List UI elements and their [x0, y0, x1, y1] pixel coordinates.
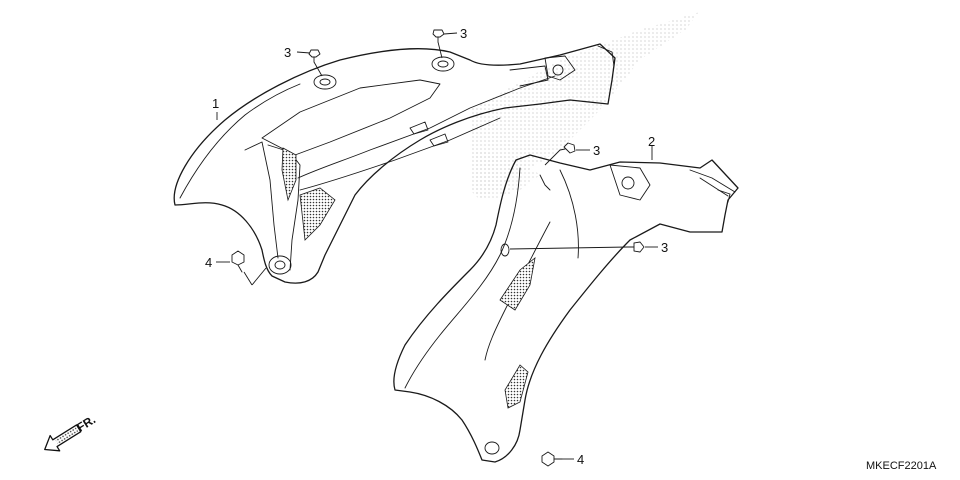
screw-right-mid-icon: [627, 241, 645, 253]
screw-top-center-icon: [432, 29, 445, 43]
screw-top-left-icon: [308, 49, 321, 63]
shroud-right: [393, 154, 739, 463]
callout-part-2: 2: [648, 134, 655, 149]
callouts: 1 2 3 3 3 3 4 4: [205, 26, 668, 467]
callout-screw-3c: 3: [593, 143, 600, 158]
callout-screw-3d: 3: [661, 240, 668, 255]
front-direction-indicator: FR.: [44, 412, 98, 452]
bolt-bottom-icon: [541, 451, 563, 467]
bolt-left-icon: [231, 250, 245, 273]
callout-bolt-4a: 4: [205, 255, 212, 270]
shroud-left: [173, 43, 616, 284]
leader-lines: [216, 32, 658, 460]
callout-screw-3a: 3: [284, 45, 291, 60]
front-arrow-icon: [44, 424, 82, 452]
callout-bolt-4b: 4: [577, 452, 584, 467]
callout-part-1: 1: [212, 96, 219, 111]
callout-screw-3b: 3: [460, 26, 467, 41]
diagram-code: MKECF2201A: [866, 460, 937, 472]
frame-shadow: [470, 12, 700, 200]
screw-right-top-icon: [559, 142, 576, 154]
